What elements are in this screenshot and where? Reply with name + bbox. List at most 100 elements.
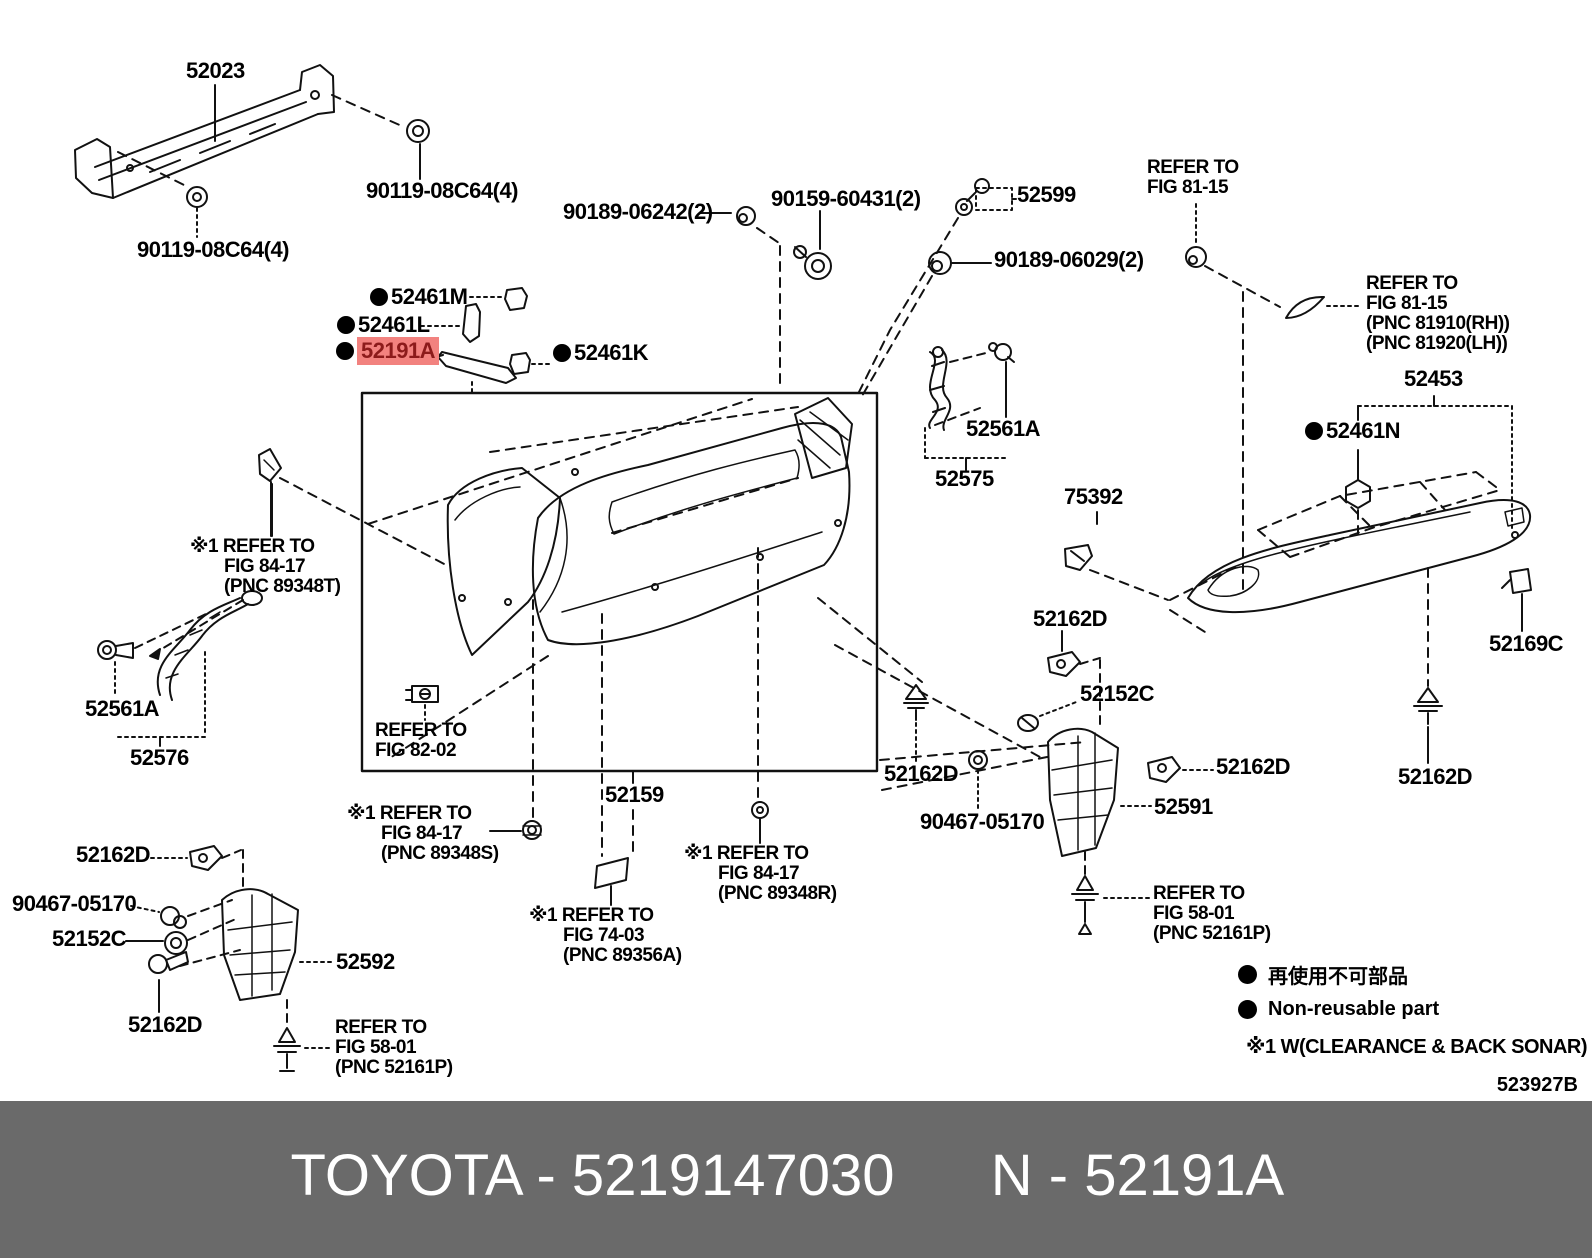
part-number-text: 52162D	[76, 842, 151, 867]
part-label-52162d-r1[interactable]: 52162D	[1033, 608, 1108, 630]
part-label-line: FIG 74-03	[563, 925, 645, 946]
part-label-90467-left[interactable]: 90467-05170	[12, 891, 137, 916]
part-label-52461l[interactable]: 52461L	[337, 314, 430, 336]
part-number-text: 52162D	[884, 761, 959, 786]
part-number-text: 52169C	[1489, 631, 1564, 656]
part-label-line: ※1 REFER TO	[684, 843, 809, 864]
non-reusable-dot-icon	[337, 316, 355, 334]
part-number-text: 52461M	[391, 284, 468, 309]
fig8202-clip	[405, 685, 439, 721]
part-label-52162d-c[interactable]: 52162D	[884, 761, 959, 786]
part-number-text: 90189-06242(2)	[563, 199, 713, 224]
legend-row-jp: 再使用不可部品	[1238, 960, 1439, 989]
part-label-52575[interactable]: 52575	[935, 468, 994, 490]
part-number-text: 90467-05170	[920, 809, 1045, 834]
part-label-line: (PNC 52161P)	[335, 1057, 453, 1078]
part-label-line: FIG 81-15	[1366, 293, 1448, 314]
part-number-text: 52461N	[1326, 418, 1401, 443]
part-label-line: ※1 REFER TO	[347, 803, 472, 824]
part-label-52162d-r3[interactable]: 52162D	[1398, 764, 1473, 789]
part-label-52023[interactable]: 52023	[186, 60, 245, 82]
part-label-90119-08c64-left[interactable]: 90119-08C64(4)	[137, 237, 290, 262]
part-label-line: ※1 REFER TO	[190, 536, 315, 557]
part-number-text: 52576	[130, 745, 189, 770]
part-label-line: FIG 81-15	[1147, 177, 1229, 198]
part-number-text: 52561A	[85, 696, 160, 721]
part-label-line: (PNC 89348R)	[718, 883, 837, 904]
part-label-52561a-left[interactable]: 52561A	[85, 696, 160, 721]
part-label-line: ※1 REFER TO	[529, 905, 654, 926]
clearance-sonar-note: ※1 W(CLEARANCE & BACK SONAR)	[1246, 1036, 1588, 1058]
part-label-52152c-left[interactable]: 52152C	[52, 926, 127, 951]
right-screw-90467	[968, 750, 988, 811]
part-label-52152c-right[interactable]: 52152C	[1080, 681, 1155, 706]
part-label-90189-06029[interactable]: 90189-06029(2)	[994, 249, 1144, 271]
part-number-text: 52162D	[1398, 764, 1473, 789]
part-number-text: 52591	[1154, 794, 1213, 819]
part-label-line: (PNC 52161P)	[1153, 923, 1271, 944]
bracket-52592-assembly	[125, 845, 335, 1072]
part-number-text: 52191A	[357, 337, 440, 365]
fig8417r-clip	[751, 801, 769, 844]
part-label-75392[interactable]: 75392	[1064, 486, 1123, 508]
part-label-52169c[interactable]: 52169C	[1489, 631, 1564, 656]
non-reusable-dot-icon	[1238, 1000, 1257, 1019]
part-label-line: (PNC 89348T)	[224, 576, 341, 597]
side-support-52575	[924, 342, 1015, 471]
part-label-line: REFER TO	[335, 1017, 427, 1038]
part-label-line: FIG 84-17	[718, 863, 800, 884]
non-reusable-dot-icon	[1305, 422, 1323, 440]
part-label-90119-08c64-right[interactable]: 90119-08C64(4)	[366, 178, 519, 203]
part-label-52599[interactable]: 52599	[1017, 184, 1076, 206]
part-label-line: FIG 84-17	[224, 556, 306, 577]
part-label-90467-right[interactable]: 90467-05170	[920, 809, 1045, 834]
part-number-text: 52152C	[1080, 681, 1155, 706]
part-label-52191a[interactable]: 52191A	[336, 337, 440, 365]
part-label-52159[interactable]: 52159	[605, 784, 664, 806]
part-label-line: REFER TO	[1147, 157, 1239, 178]
part-label-52162d-l2[interactable]: 52162D	[128, 1012, 203, 1037]
non-reusable-dot-icon	[553, 344, 571, 362]
part-label-52162d-r2[interactable]: 52162D	[1216, 756, 1291, 778]
part-label-52453[interactable]: 52453	[1404, 368, 1463, 390]
part-label-52561a-right[interactable]: 52561A	[966, 416, 1041, 441]
part-label-52592[interactable]: 52592	[336, 951, 395, 973]
part-label-52461m[interactable]: 52461M	[370, 286, 468, 308]
part-number-text: 90119-08C64(4)	[366, 178, 519, 203]
part-number-text: 52162D	[128, 1012, 203, 1037]
part-label-90159-60431[interactable]: 90159-60431(2)	[771, 188, 921, 210]
part-label-52576[interactable]: 52576	[130, 747, 189, 769]
part-number-text: 52592	[336, 949, 395, 974]
part-number-text: 90119-08C64(4)	[137, 237, 290, 262]
part-label-52162d-l1[interactable]: 52162D	[76, 842, 151, 867]
part-label-52461k[interactable]: 52461K	[553, 342, 649, 364]
part-number-banner: TOYOTA - 5219147030 N - 52191A	[0, 1101, 1592, 1258]
banner-part-number: TOYOTA - 5219147030	[290, 1143, 895, 1208]
part-number-text: 52152C	[52, 926, 127, 951]
part-number-text: 90467-05170	[12, 891, 137, 916]
part-label-52591[interactable]: 52591	[1154, 796, 1213, 818]
part-label-line: (PNC 81920(LH))	[1366, 333, 1508, 354]
part-label-52461n[interactable]: 52461N	[1305, 418, 1401, 443]
part-number-text: 52575	[935, 466, 994, 491]
part-number-text: 52023	[186, 58, 245, 83]
part-label-90189-06242[interactable]: 90189-06242(2)	[563, 201, 713, 223]
spoiler-bracket-52453	[1345, 395, 1513, 535]
non-reusable-dot-icon	[370, 288, 388, 306]
diagram-code: 523927B	[1496, 1074, 1578, 1096]
non-reusable-dot-icon	[336, 342, 354, 360]
part-number-text: 75392	[1064, 484, 1123, 509]
part-number-text: 52561A	[966, 416, 1041, 441]
part-label-line: FIG 84-17	[381, 823, 463, 844]
part-label-line: FIG 82-02	[375, 740, 457, 761]
banner-pnc-code: N - 52191A	[990, 1143, 1285, 1208]
upper-fastener-icons	[699, 178, 1017, 397]
